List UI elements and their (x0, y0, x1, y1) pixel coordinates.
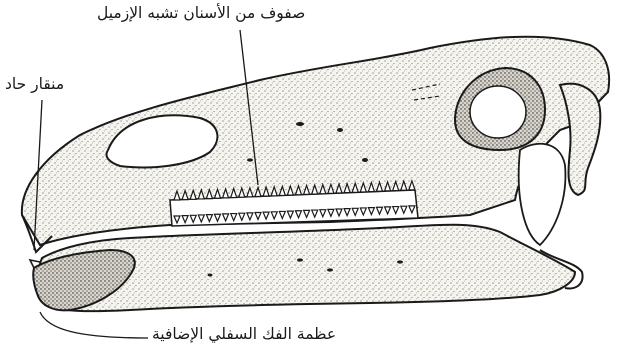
temporal-opening (519, 144, 566, 245)
label-teeth-rows: صفوف من الأسنان تشبه الإزميل (97, 6, 305, 22)
label-beak: منقار حاد (5, 77, 64, 93)
leader-predentary (40, 312, 148, 338)
label-predentary: عظمة الفك السفلي الإضافية (152, 327, 336, 343)
orbit-inner (470, 86, 526, 138)
